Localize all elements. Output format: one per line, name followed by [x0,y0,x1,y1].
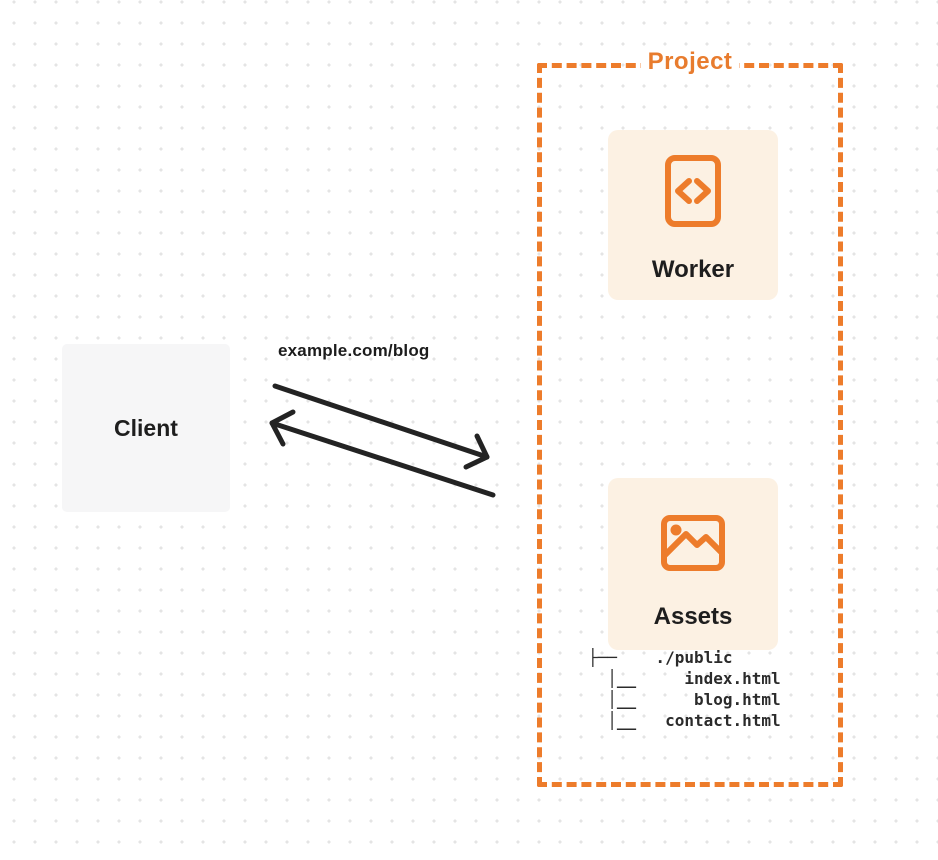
worker-card: Worker [608,130,778,300]
code-file-icon [665,155,721,232]
client-card: Client [62,344,230,512]
assets-label: Assets [653,603,733,630]
request-arrow-line [272,383,490,460]
request-arrowhead-icon [463,433,490,470]
client-label: Client [114,414,178,441]
response-arrow-line [269,420,496,498]
request-url-label: example.com/blog [278,341,430,360]
worker-label: Worker [651,256,735,283]
assets-file-tree: ├── ./public │__ index.html │__ blog.htm… [588,648,781,730]
response-arrowhead-icon [269,409,296,447]
assets-card: Assets [608,478,778,650]
image-icon [661,515,725,576]
